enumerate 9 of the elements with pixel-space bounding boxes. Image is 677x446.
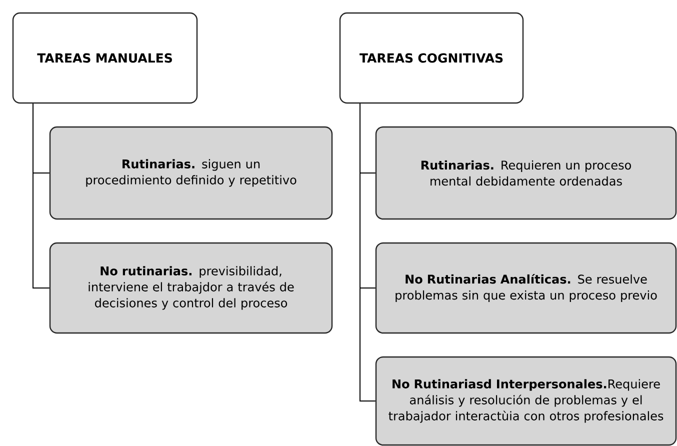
- connector-line: [360, 103, 376, 402]
- task-box: No rutinarias. previsibilidad, interviene el trabajdor a través de decisiones y control del proceso: [49, 242, 333, 334]
- task-box: No Rutinariasd Interpersonales.Requiere análisis y resolución de problemas y el trabajador interactùia con otros profesionales: [375, 356, 677, 446]
- task-box: Rutinarias. Requieren un proceso mental debidamente ordenadas: [375, 126, 677, 220]
- task-box: No Rutinarias Analíticas. Se resuelve problemas sin que exista un proceso previo: [375, 242, 677, 334]
- category-box: TAREAS COGNITIVAS: [339, 12, 524, 104]
- connector-line: [32, 103, 50, 288]
- category-box: TAREAS MANUALES: [12, 12, 198, 104]
- task-box: Rutinarias. siguen un procedimiento definido y repetitivo: [49, 126, 333, 220]
